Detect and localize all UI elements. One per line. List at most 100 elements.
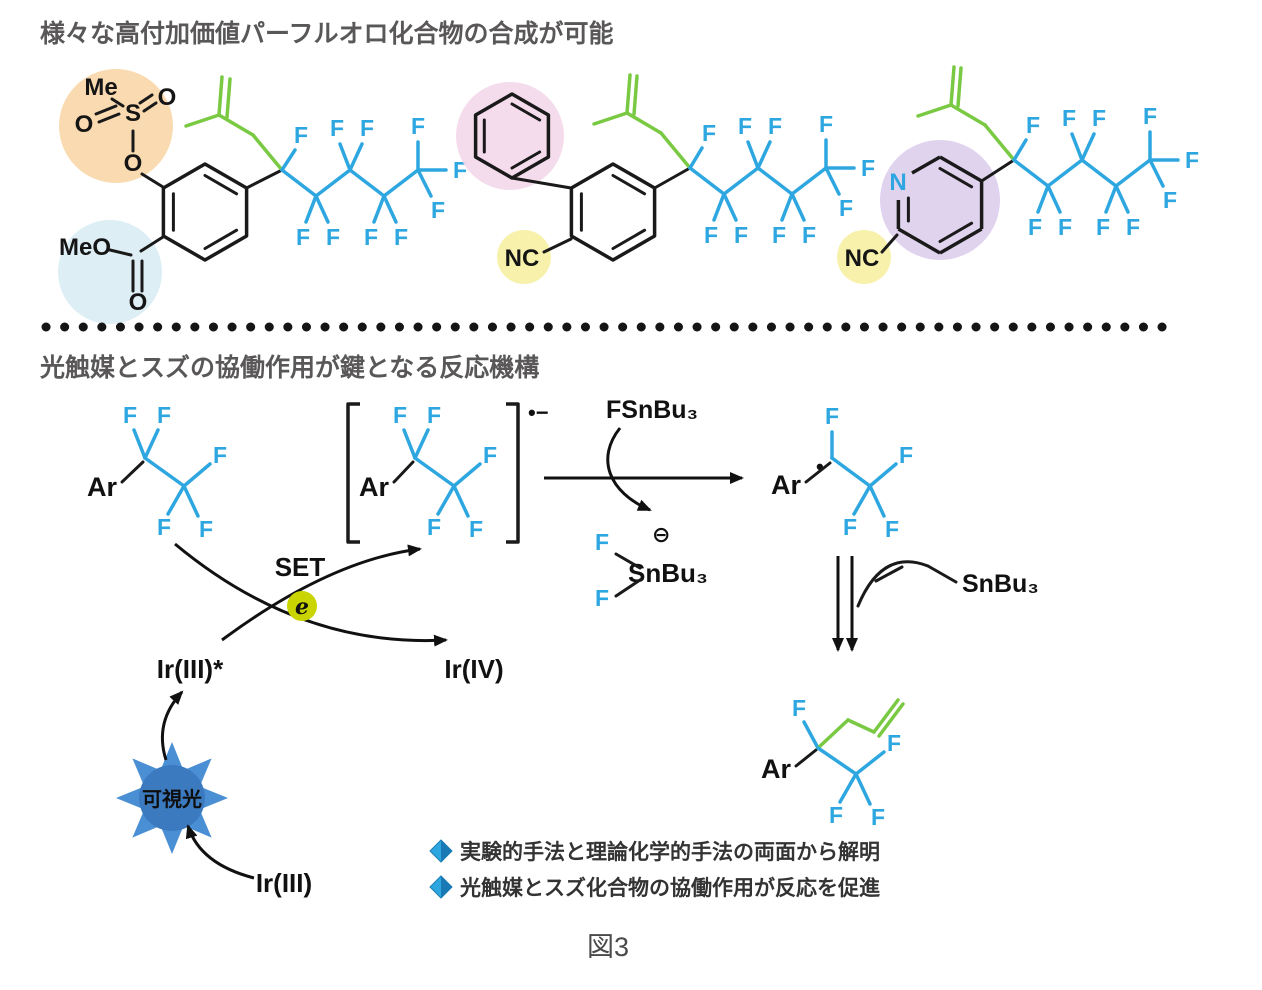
bond [868, 484, 886, 518]
fluorine-label: F [1096, 214, 1110, 240]
bond [846, 718, 876, 734]
bond [1104, 184, 1118, 214]
electron-label: e [295, 594, 309, 620]
bond [139, 235, 165, 253]
bond [854, 750, 886, 776]
fluorine-label: F [1028, 214, 1042, 240]
bond [790, 192, 806, 222]
fluorine-label: F [199, 516, 213, 542]
double-bond [872, 698, 900, 734]
fluorine-label: F [702, 120, 716, 146]
double-bond [625, 73, 632, 115]
mesylate-group: Me S O O O [75, 74, 176, 189]
bond [949, 103, 987, 127]
figure-caption: 図3 [587, 932, 629, 962]
bond [251, 133, 284, 172]
double-bond [877, 702, 905, 738]
fluorine-label: F [326, 224, 340, 250]
bond [983, 123, 1016, 162]
bond [166, 484, 186, 516]
aryl-radical: Ar • F F F F [771, 403, 913, 542]
fluorine-label: F [887, 730, 901, 756]
bond [712, 192, 726, 222]
fluorine-label: F [294, 122, 308, 148]
bond [653, 166, 692, 190]
bond [182, 484, 200, 518]
fluorine-label: F [1026, 112, 1040, 138]
bond [780, 192, 794, 222]
substrate: Ar F F F F F [87, 402, 227, 542]
highlight-nitrile [497, 230, 551, 284]
bond [392, 460, 415, 484]
fluorine-label: F [704, 222, 718, 248]
benzene-ring [161, 162, 249, 262]
section-title-mechanism: 光触媒とスズの協働作用が鍵となる反応機構 [39, 353, 539, 382]
fluorine-label: F [738, 113, 752, 139]
fluorine-label: F [772, 222, 786, 248]
bond [802, 720, 820, 750]
bracket-right [506, 402, 520, 544]
bond [94, 104, 118, 116]
nitrogen-label: N [889, 169, 906, 196]
fluorine-label: F [427, 402, 441, 428]
fluorine-label: F [825, 403, 839, 429]
bond [804, 461, 832, 484]
fluorine-label: F [213, 442, 227, 468]
radical-dot: • [816, 454, 824, 479]
bond [143, 456, 186, 488]
highlight-nitrile [837, 230, 891, 284]
bond [140, 172, 165, 189]
ester-group: O MeO [59, 234, 165, 316]
bond [1148, 158, 1165, 188]
snbu3-label: SnBu₃ [628, 558, 708, 588]
fluorine-label: F [839, 195, 853, 221]
fragmentation: FSnBu₃ F ⊖ SnBu₃ F [544, 396, 744, 611]
molecule-3: N NC F F F F F F F F [837, 65, 1199, 284]
bond [1080, 132, 1096, 162]
bond [1012, 138, 1028, 162]
fluorine-label: F [364, 224, 378, 250]
fluorine-label: F [595, 585, 609, 611]
allyl-group [916, 65, 1016, 162]
bond [824, 166, 841, 196]
oxygen-label: O [124, 150, 143, 177]
double-bond [949, 65, 956, 107]
fsnbu3-curved-arrow [606, 427, 652, 512]
diamond-icon-facet [441, 840, 452, 862]
fluorine-label: F [393, 402, 407, 428]
fluorine-label: F [768, 113, 782, 139]
fluorine-label: F [469, 516, 483, 542]
allylstannane: SnBu₃ [856, 560, 1039, 608]
bond [452, 462, 482, 488]
set-cycle: SET e Ir(III)* Ir(IV) [157, 542, 504, 684]
methyl-label: Me [84, 74, 117, 101]
bond [413, 428, 430, 460]
bond [592, 111, 629, 126]
bond [1036, 184, 1050, 214]
oxygen-label: O [129, 289, 148, 316]
bond [348, 142, 364, 172]
fluorine-label: F [792, 695, 806, 721]
bond [854, 772, 872, 806]
sulfur-label: S [125, 100, 141, 127]
set-arrow-up [221, 544, 422, 642]
fluorine-label: F [427, 514, 441, 540]
bond [97, 112, 121, 124]
double-bond [203, 228, 239, 250]
bond [625, 111, 663, 135]
bond [108, 248, 133, 257]
nitrile-label: NC [505, 245, 540, 272]
starburst-core [139, 765, 205, 831]
set-label: SET [275, 552, 326, 582]
bond [542, 237, 573, 254]
double-bond [225, 77, 232, 119]
bond [722, 192, 738, 222]
fluorine-label: F [330, 115, 344, 141]
bond [142, 101, 158, 113]
bond [897, 227, 941, 255]
fluorine-label: F [1092, 105, 1106, 131]
double-bond [217, 75, 224, 117]
fluorine-label: F [1143, 103, 1157, 129]
bond [143, 428, 160, 460]
perfluoro-chain: F F F F F F F F F F [280, 113, 467, 250]
